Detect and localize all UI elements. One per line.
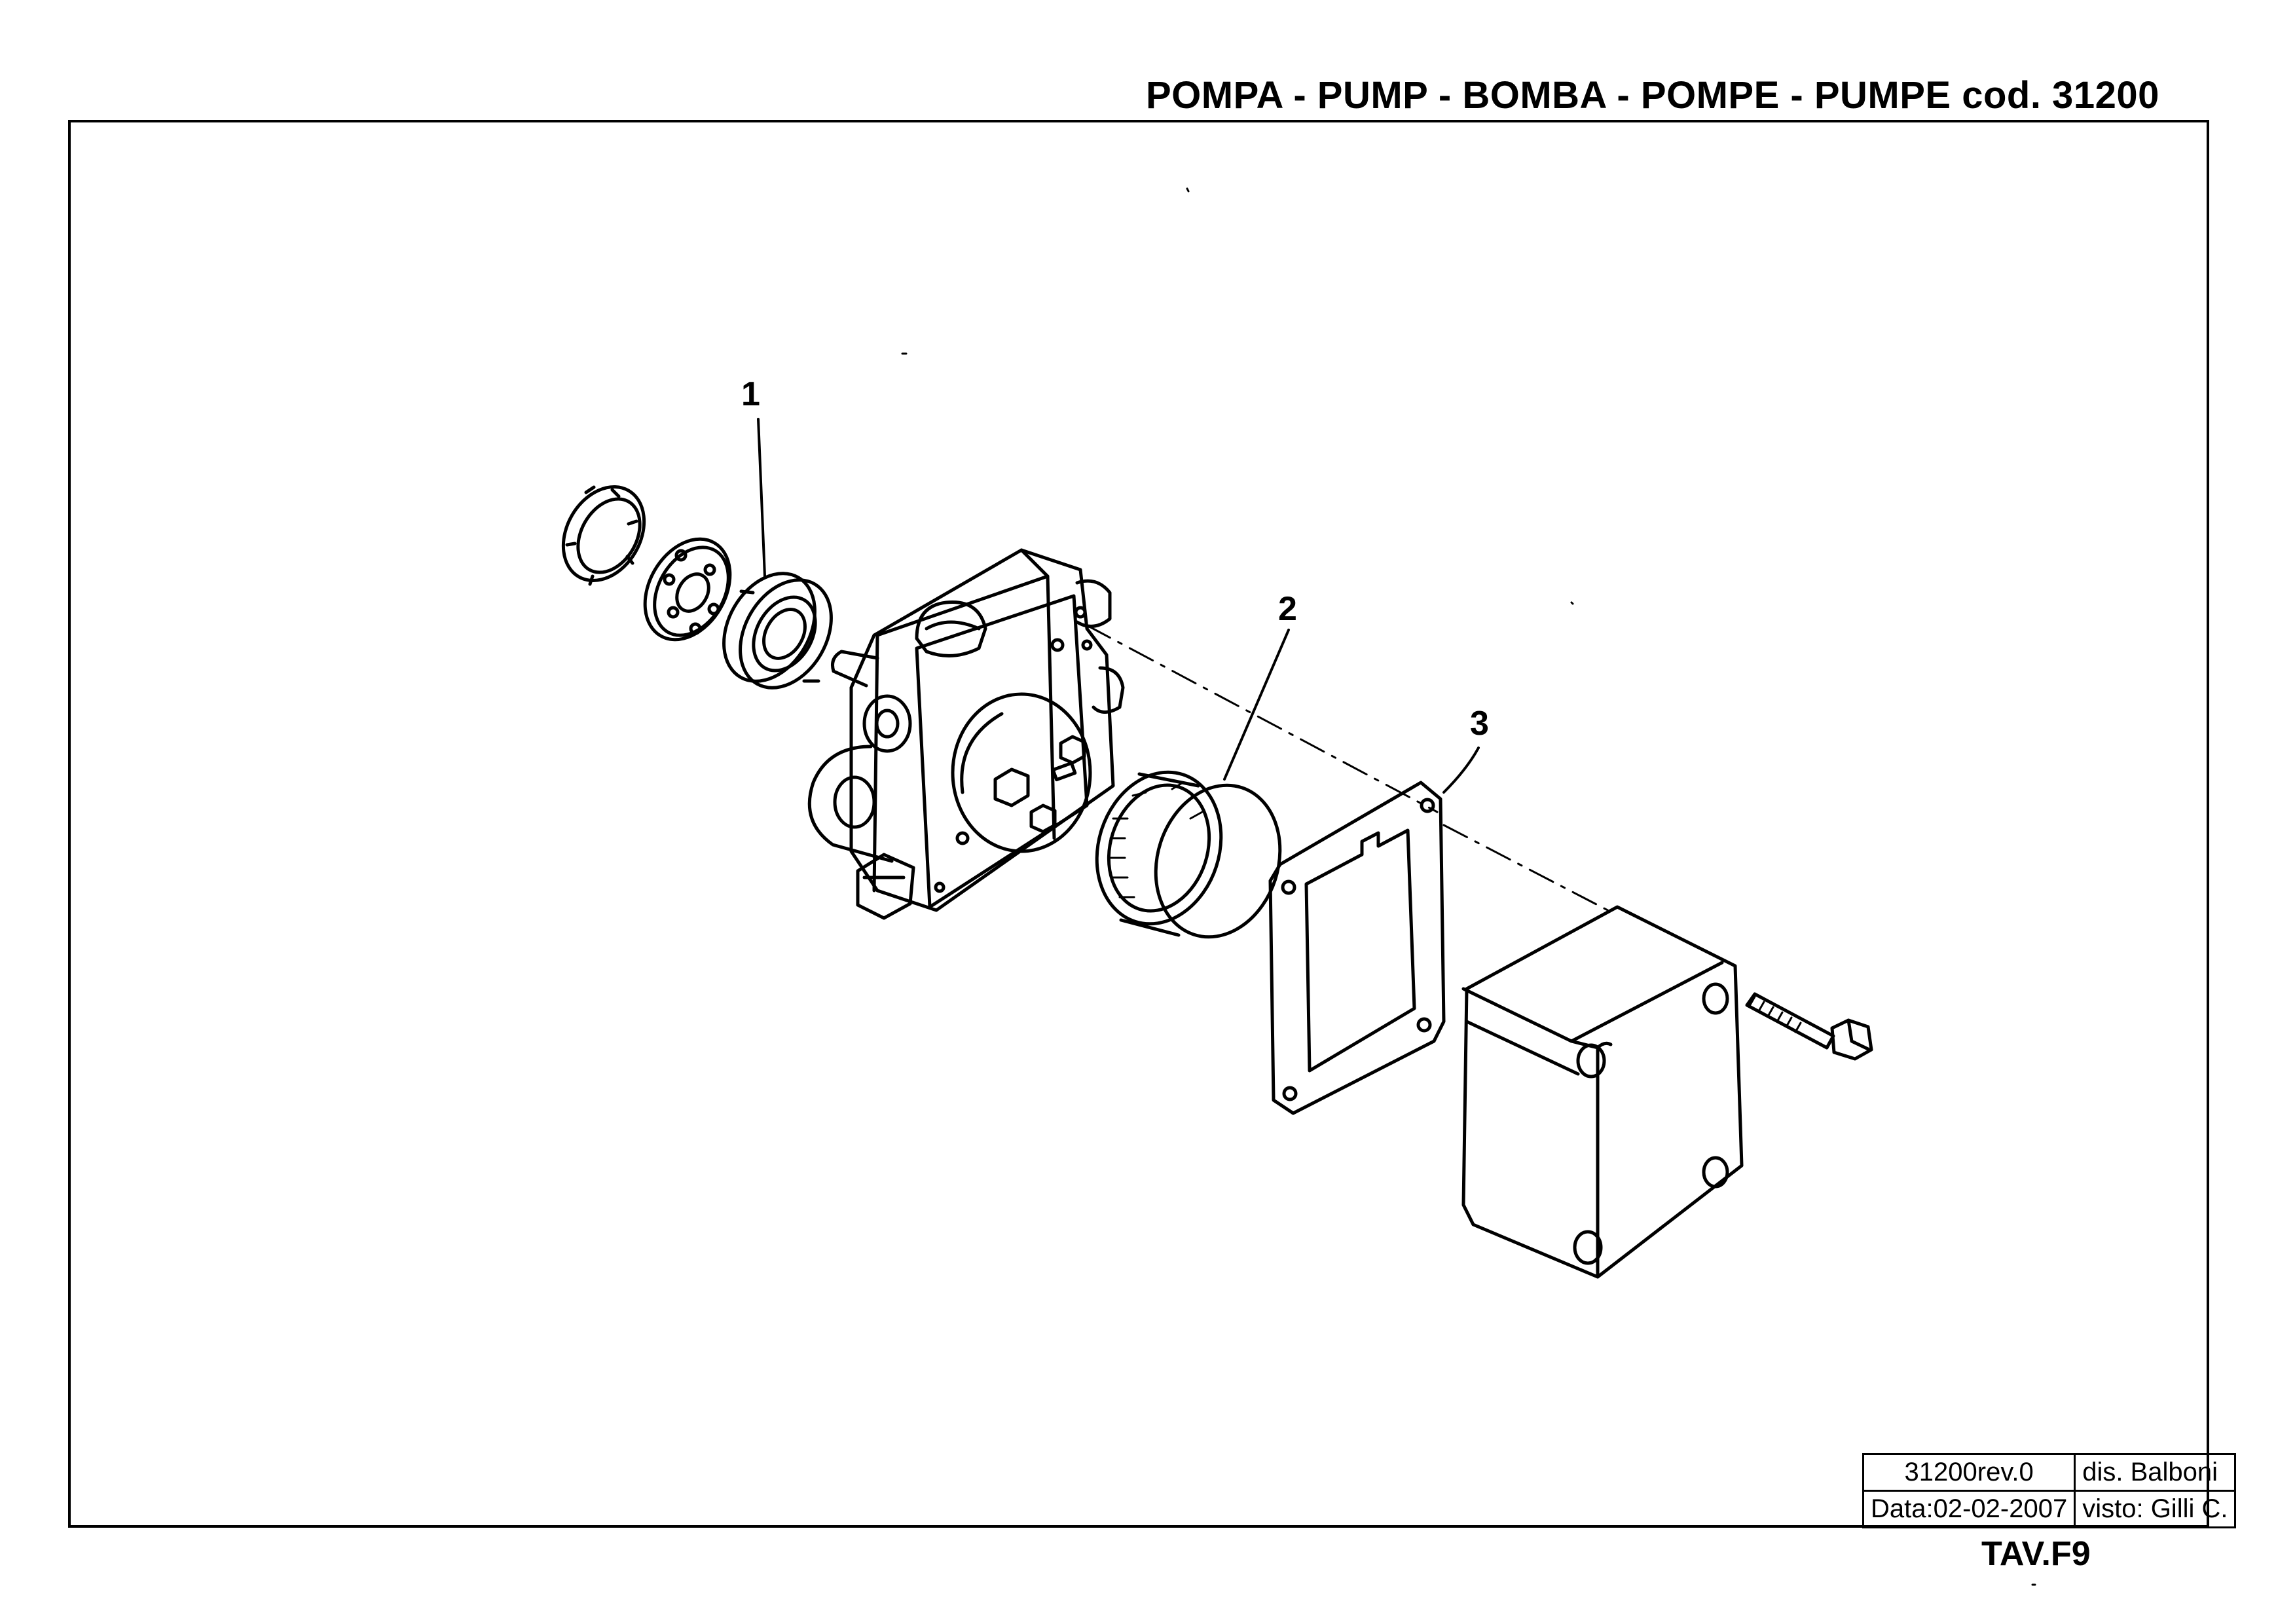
drawn-by: dis. Balboni <box>2074 1453 2237 1492</box>
sheet-number: TAV.F9 <box>1981 1535 2091 1573</box>
drawing-frame <box>68 120 2209 1528</box>
bearing <box>722 572 833 690</box>
sheet-title: POMPA - PUMP - BOMBA - POMPE - PUMPE cod… <box>1146 74 2159 117</box>
title-block-row: Data:02-02-2007 visto: Gilli C. <box>1862 1490 2237 1528</box>
snap-ring <box>561 485 646 586</box>
scan-specks <box>901 187 2036 1586</box>
drawing-date: Data:02-02-2007 <box>1862 1490 2076 1528</box>
callout-1: 1 <box>741 375 760 413</box>
assembly-axis-line <box>1086 624 1615 915</box>
code-revision: 31200rev.0 <box>1862 1453 2076 1492</box>
callout-2: 2 <box>1278 590 1297 628</box>
title-block-row: 31200rev.0 dis. Balboni <box>1862 1453 2237 1492</box>
callout-3: 3 <box>1470 705 1489 743</box>
title-block: 31200rev.0 dis. Balboni Data:02-02-2007 … <box>1862 1453 2237 1528</box>
cover-screw <box>1745 992 1873 1061</box>
filter-cartridge <box>1095 770 1282 939</box>
pump-cover <box>1461 905 1744 1279</box>
cover-gasket <box>1268 781 1446 1115</box>
checked-by: visto: Gilli C. <box>2074 1490 2237 1528</box>
pump-body <box>807 548 1125 920</box>
washer <box>643 537 732 642</box>
leader-lines <box>757 418 1480 794</box>
